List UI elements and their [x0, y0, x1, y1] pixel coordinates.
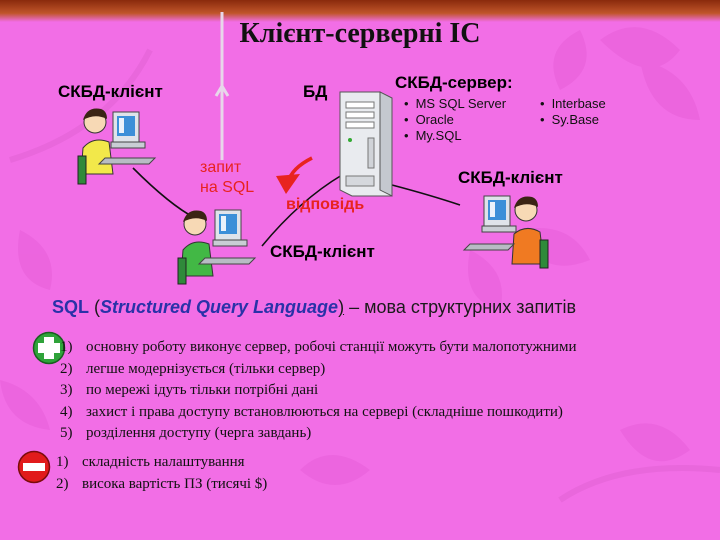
vendor-item: Oracle [404, 112, 506, 128]
server-icon [339, 91, 393, 197]
response-label: відповідь [286, 196, 365, 213]
client-right-label: СКБД-клієнт [458, 168, 563, 187]
top-band [0, 0, 720, 22]
list-item: 2)легше модернізується (тільки сервер) [60, 360, 326, 377]
list-item: 1)складність налаштування [56, 454, 245, 470]
sql-open-paren: ( [89, 297, 101, 317]
sql-description: – мова структурних запитів [344, 297, 577, 317]
user-computer-icon [77, 108, 157, 185]
list-item: 4)захист і права доступу встановлюються … [60, 403, 563, 420]
db-label: БД [303, 82, 328, 101]
pros-list: 1)основну роботу виконує сервер, робочі … [60, 337, 576, 445]
list-item: 3)по мережі ідуть тільки потрібні дані [60, 382, 319, 398]
vendor-item: MS SQL Server [404, 96, 507, 112]
sql-acronym: SQL [52, 297, 90, 317]
sql-definition: SQL (Structured Query Language) – мова с… [52, 297, 576, 318]
vendor-item: Interbase [540, 96, 606, 112]
vendor-item: My.SQL [404, 128, 506, 144]
server-label: СКБД-сервер: [395, 73, 513, 92]
minus-icon [17, 450, 51, 484]
plus-icon [32, 331, 66, 365]
list-item: 1)основну роботу виконує сервер, робочі … [60, 339, 577, 355]
sql-close-paren: ) [338, 297, 345, 317]
client-bottom-label: СКБД-клієнт [270, 242, 375, 261]
page-title: Клієнт-серверні ІС [239, 18, 481, 49]
cons-list: 1)складність налаштування 2)висока варті… [56, 452, 267, 495]
list-item: 2)висока вартість ПЗ (тисячі $) [56, 475, 268, 492]
user-computer-icon [462, 195, 549, 269]
sql-expansion: Structured Query Language [100, 297, 339, 317]
vendor-item: Sy.Base [540, 112, 606, 128]
client-left-label: СКБД-клієнт [58, 82, 163, 101]
list-item: 5)розділення доступу (черга завдань) [60, 425, 312, 441]
query-label: запит на SQL [200, 159, 255, 196]
server-vendor-list-2: Interbase Sy.Base [540, 96, 606, 128]
user-computer-icon [177, 209, 257, 285]
server-vendor-list: MS SQL Server Oracle My.SQL [404, 96, 507, 144]
